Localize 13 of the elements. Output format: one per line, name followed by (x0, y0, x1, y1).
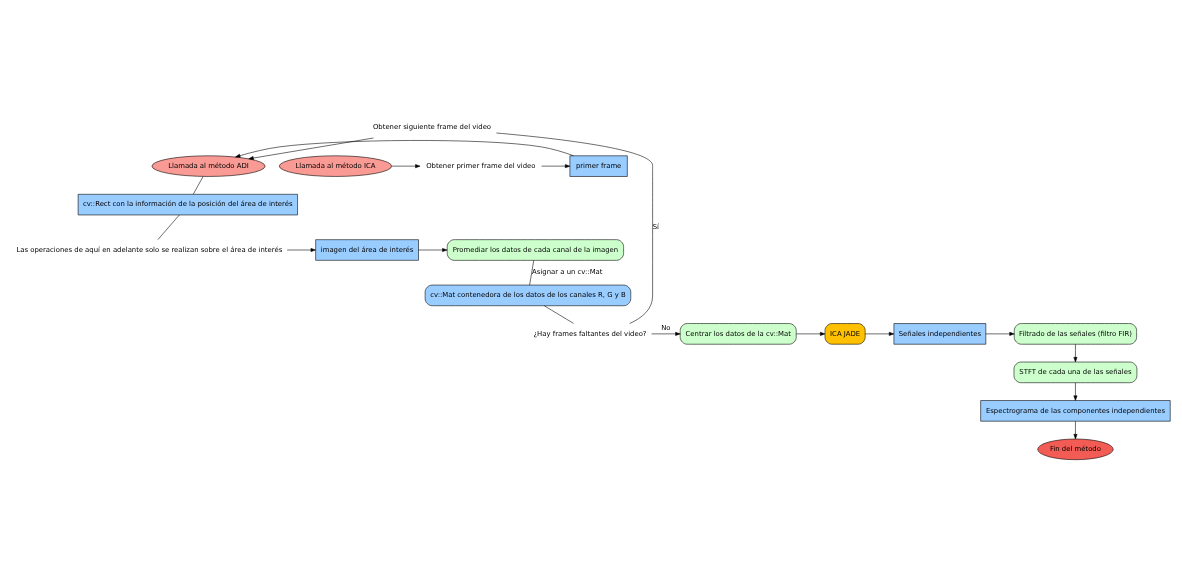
arrow (541, 164, 571, 169)
arrow (235, 140, 574, 158)
arrow (286, 248, 316, 252)
arrow (651, 332, 681, 336)
arrow (864, 332, 895, 336)
arrow (418, 248, 448, 252)
arrow (1073, 420, 1078, 440)
arrow (1073, 344, 1078, 363)
arrow (796, 332, 826, 336)
arrow (391, 164, 421, 169)
arrow (985, 332, 1015, 336)
arrow (1073, 382, 1078, 401)
arrow (248, 137, 374, 160)
